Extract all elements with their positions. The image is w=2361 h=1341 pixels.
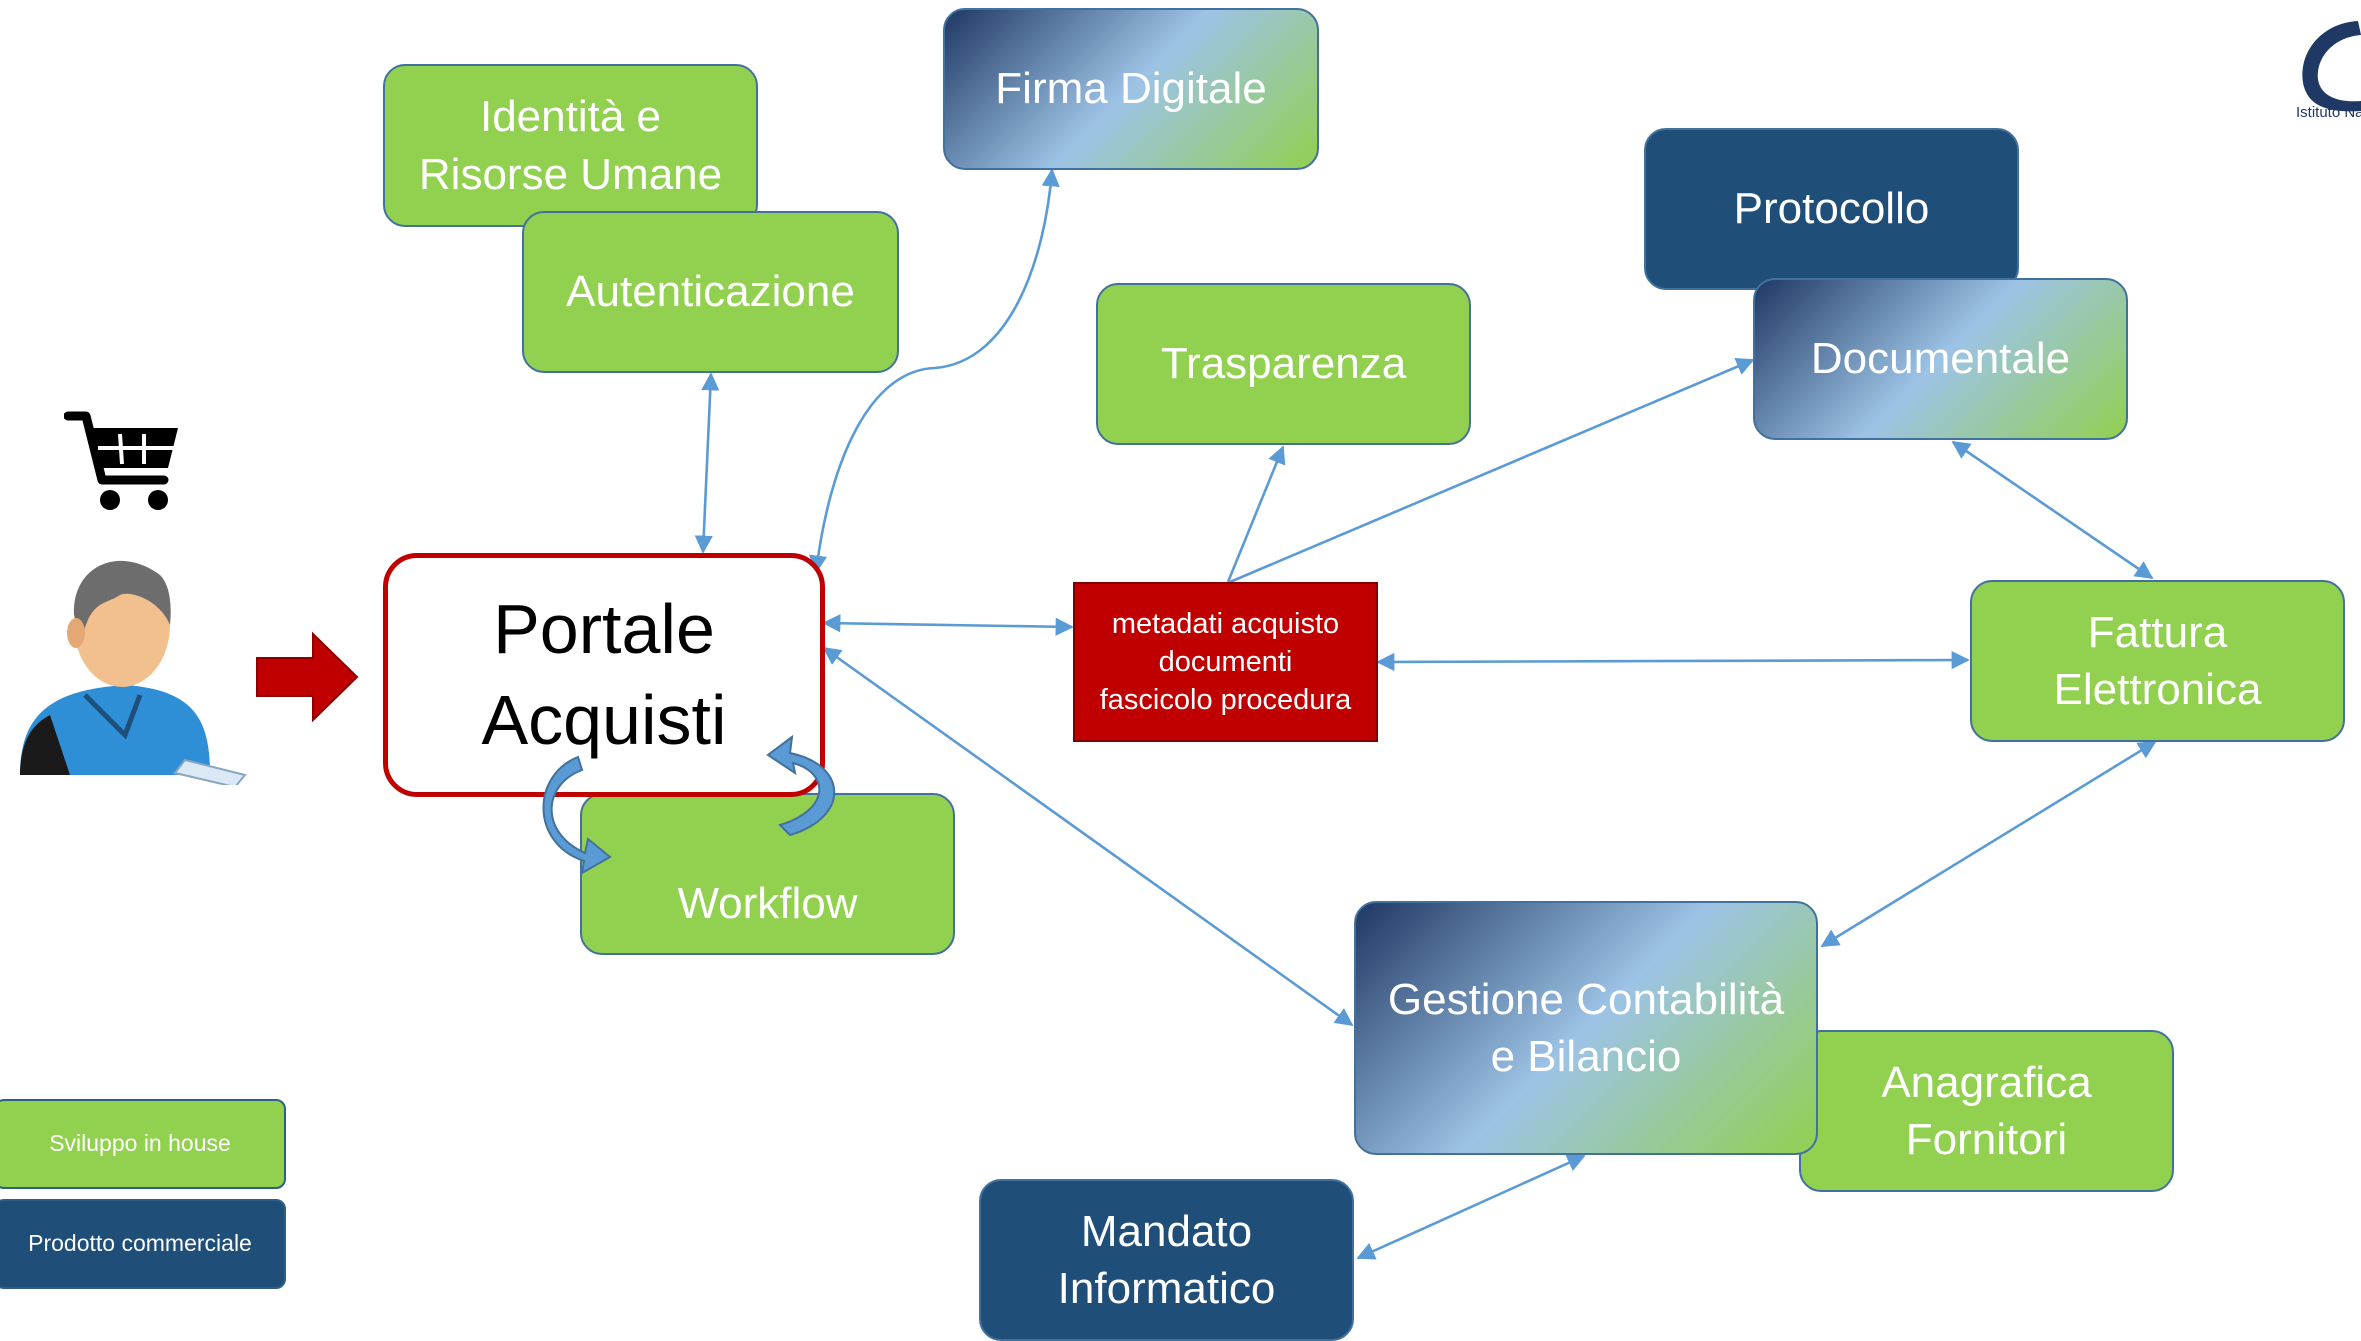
node-documentale: Documentale [1753, 278, 2128, 440]
legend-in-house: Sviluppo in house [0, 1099, 286, 1189]
edge-gestione-mandato [1356, 1154, 1586, 1260]
node-mandato-informatico: Mandato Informatico [979, 1179, 1354, 1341]
node-fattura-elettronica: Fattura Elettronica [1970, 580, 2345, 742]
edge-portale-metadati [822, 614, 1074, 636]
edge-fattura-gestione [1820, 740, 2157, 948]
shopping-cart-icon [64, 411, 178, 510]
node-anagrafica-fornitori: Anagrafica Fornitori [1799, 1030, 2174, 1192]
edge-portale-autenticazione [694, 372, 720, 554]
node-portale-acquisti: Portale Acquisti [383, 553, 825, 797]
edge-portale-gestione [822, 646, 1354, 1027]
institute-logo [2302, 21, 2361, 112]
logo-text: Istituto Naz [2296, 104, 2361, 121]
node-firma-digitale: Firma Digitale [943, 8, 1319, 170]
right-arrow-icon [256, 631, 359, 723]
edge-metadati-fattura [1376, 650, 1970, 672]
node-autenticazione: Autenticazione [522, 211, 899, 373]
node-protocollo: Protocollo [1644, 128, 2019, 290]
node-identita-risorse-umane: Identità e Risorse Umane [383, 64, 758, 227]
cycle-arrow-icon [542, 734, 836, 875]
node-metadati: metadati acquisto documenti fascicolo pr… [1073, 582, 1378, 742]
edge-portale-firma [809, 168, 1060, 574]
node-trasparenza: Trasparenza [1096, 283, 1471, 445]
edge-documentale-fattura [1951, 440, 2154, 580]
node-workflow: Workflow [580, 793, 955, 955]
user-icon [20, 560, 247, 785]
node-gestione-contabilita: Gestione Contabilità e Bilancio [1354, 901, 1818, 1155]
edge-metadati-documentale [1229, 358, 1755, 584]
edge-metadati-trasparenza [1226, 445, 1286, 583]
legend-commercial: Prodotto commerciale [0, 1199, 286, 1289]
